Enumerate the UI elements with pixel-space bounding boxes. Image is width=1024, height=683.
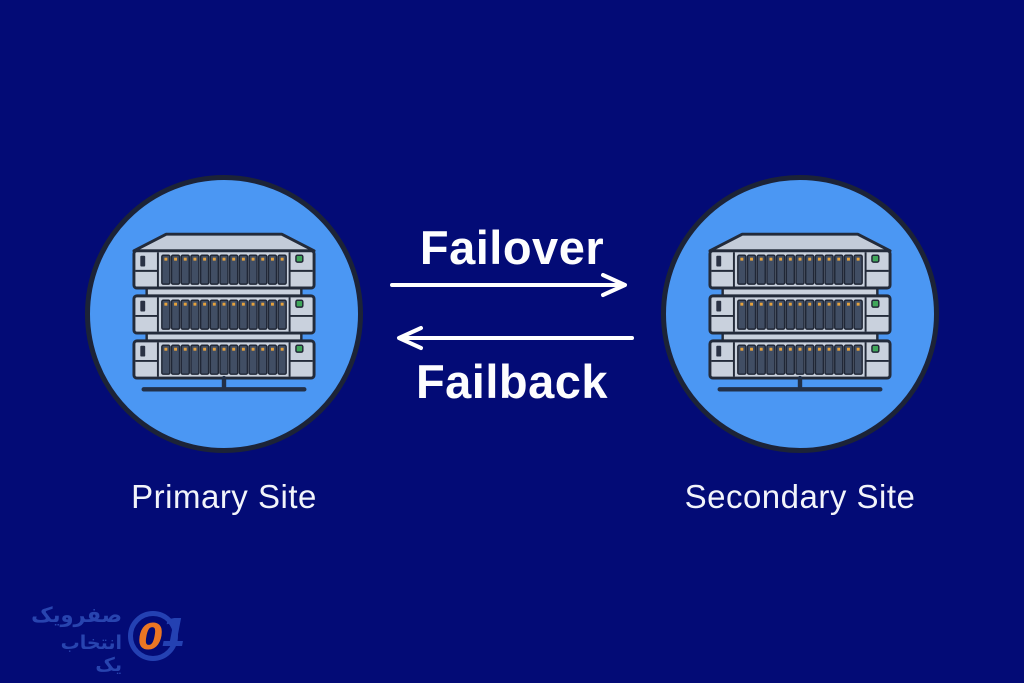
server-rack-icon (707, 230, 893, 395)
arrow-left-icon (397, 326, 634, 350)
brand-logo-text-line1: صفرویک (31, 603, 122, 627)
failover-label: Failover (419, 221, 605, 274)
failback-label: Failback (415, 355, 609, 408)
server-rack-icon (131, 230, 317, 395)
arrow-right-icon (390, 273, 627, 297)
secondary-site-circle (661, 175, 939, 453)
zero-one-logo-icon: 0 1 (128, 611, 187, 661)
primary-site-circle (85, 175, 363, 453)
logo-one-glyph: 1 (161, 611, 187, 655)
logo-zero-glyph: 0 (138, 617, 163, 658)
brand-logo: صفرویک انتخاب یک 0 1 (28, 597, 204, 677)
primary-site-label: Primary Site (131, 478, 317, 515)
secondary-site-label: Secondary Site (684, 478, 916, 515)
brand-logo-text-line2: انتخاب یک (60, 632, 122, 676)
